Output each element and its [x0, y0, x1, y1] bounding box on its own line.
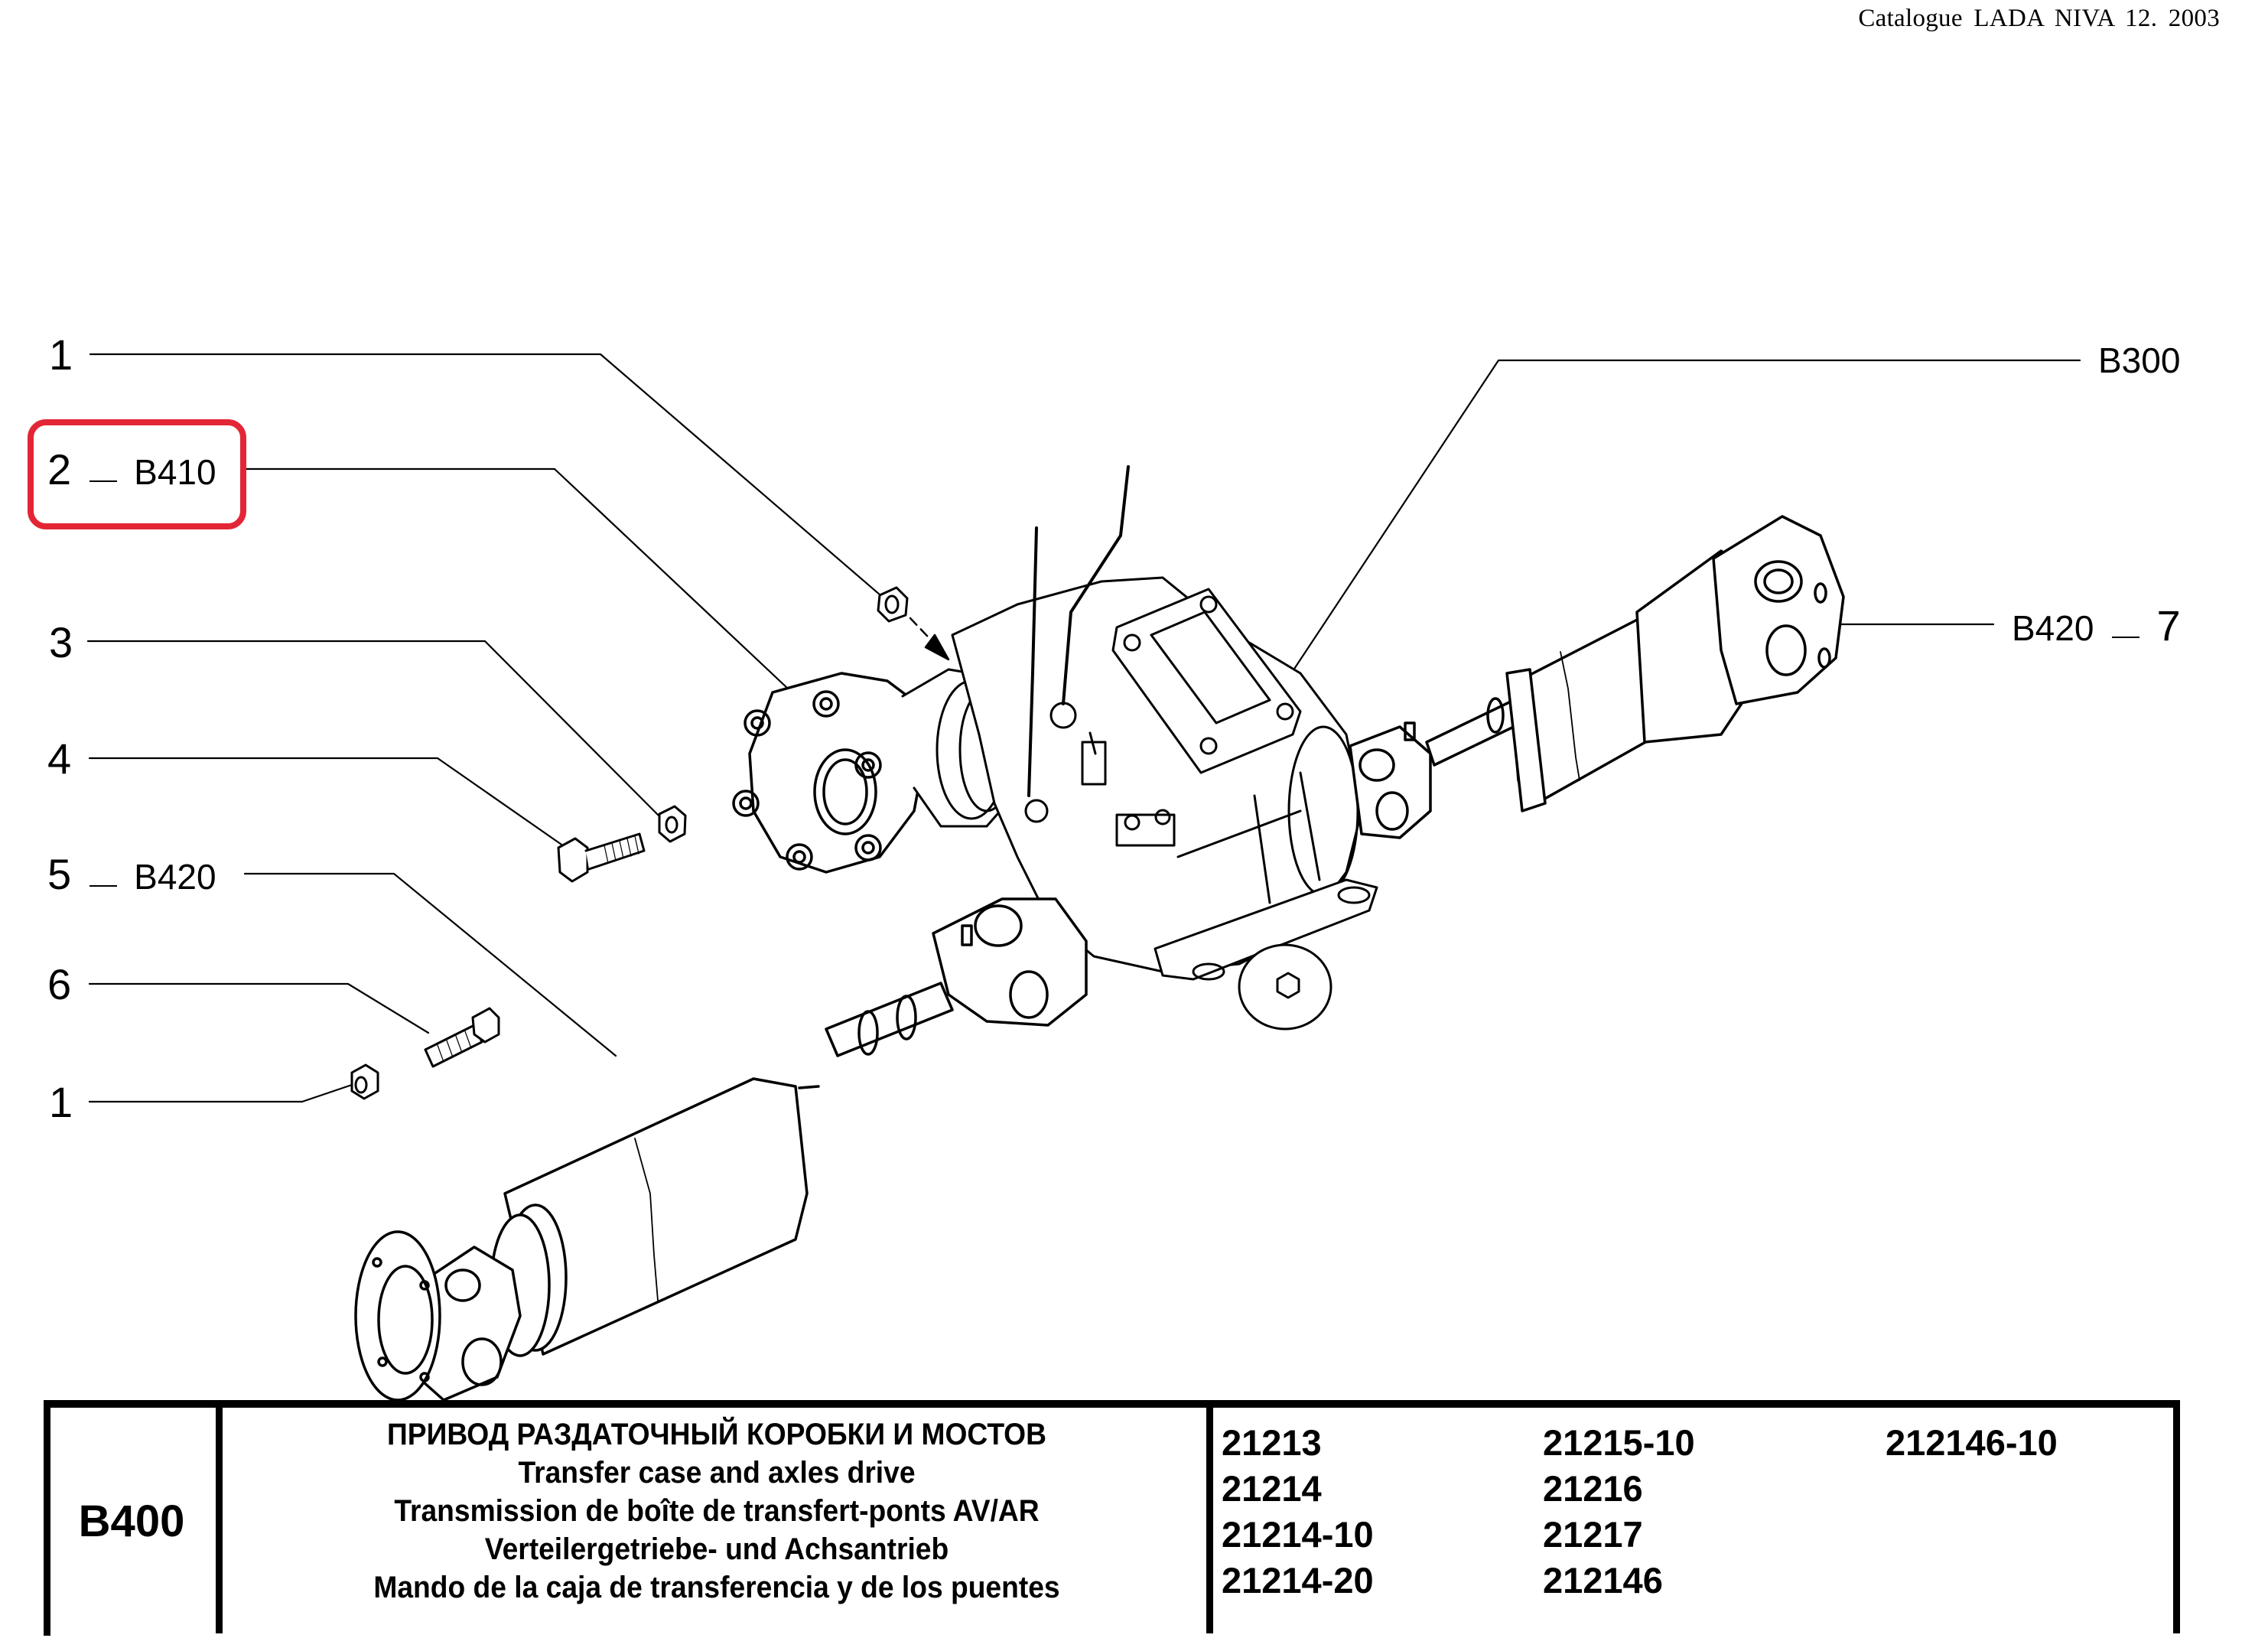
- dash: [89, 884, 118, 887]
- callout-label-1-top: 1: [49, 331, 73, 379]
- dash: [2112, 636, 2140, 638]
- dash: [89, 480, 118, 482]
- section-titles: ПРИВОД РАЗДАТОЧНЫЙ КОРОБКИ И МОСТОВ Tran…: [258, 1415, 1176, 1607]
- front-propeller-shaft: [354, 897, 1088, 1402]
- callout-label-6: 6: [47, 960, 72, 1008]
- callout-label-2-b410: 2 B410: [47, 448, 216, 491]
- model-code: 212146-10: [1886, 1422, 2058, 1463]
- nut-1-top: [877, 586, 909, 623]
- model-code: 21214-20: [1222, 1560, 1374, 1601]
- leader-3: [86, 640, 667, 824]
- section-code: B400: [78, 1496, 185, 1546]
- leader-1-top: [89, 353, 893, 606]
- leader-4: [88, 757, 575, 855]
- model-code: 21215-10: [1543, 1422, 1695, 1463]
- title-es: Mando de la caja de transferencia y de l…: [373, 1571, 1060, 1604]
- catalogue-header: Catalogue LADA NIVA 12. 2003: [1858, 5, 2220, 32]
- model-code: 21214-10: [1222, 1514, 1374, 1555]
- model-code: 21213: [1222, 1422, 1322, 1463]
- model-code: 21216: [1543, 1468, 1643, 1509]
- title-en: Transfer case and axles drive: [518, 1456, 916, 1490]
- leader-lines: [86, 353, 2081, 1103]
- callout-number: 2: [47, 445, 72, 493]
- callout-label-4: 4: [47, 734, 72, 783]
- callout-label-3: 3: [49, 618, 73, 666]
- callout-label-b420-7: B420 7: [2012, 604, 2181, 647]
- divider-code: [216, 1408, 223, 1633]
- callout-label-1-bottom: 1: [49, 1078, 73, 1126]
- divider-models: [1206, 1408, 1213, 1633]
- callout-number: 5: [47, 850, 72, 898]
- leader-b300: [1272, 359, 2081, 702]
- title-de: Verteilergetriebe- und Achsantrieb: [484, 1532, 949, 1566]
- bolt-6: [424, 1007, 500, 1068]
- border-right: [2173, 1408, 2180, 1633]
- title-block: B400 ПРИВОД РАЗДАТОЧНЫЙ КОРОБКИ И МОСТОВ…: [44, 1400, 2180, 1637]
- mount-bracket: [1154, 878, 1378, 1031]
- leader-2: [245, 467, 789, 690]
- nut-3: [658, 805, 687, 843]
- highlight-box: [28, 419, 246, 529]
- callout-label-b300: B300: [2098, 340, 2181, 380]
- callout-label-5-b420: 5 B420: [47, 853, 216, 896]
- callout-number: 7: [2156, 601, 2181, 650]
- assembly-arrow: [909, 617, 950, 661]
- leader-1-bottom: [88, 1083, 353, 1103]
- callout-ref: B420: [2012, 608, 2094, 648]
- transfer-case: [951, 465, 1363, 973]
- flexible-coupling: [732, 672, 927, 874]
- bolt-4: [557, 832, 646, 883]
- title-fr: Transmission de boîte de transfert-ponts…: [394, 1494, 1040, 1528]
- model-code: 21214: [1222, 1468, 1322, 1509]
- leader-5: [243, 872, 617, 1057]
- border-left: [44, 1408, 50, 1636]
- model-code: 21217: [1543, 1514, 1643, 1555]
- callout-ref: B410: [134, 452, 216, 492]
- nut-1-bottom: [350, 1063, 379, 1100]
- callout-ref: B420: [134, 857, 216, 897]
- title-ru: ПРИВОД РАЗДАТОЧНЫЙ КОРОБКИ И МОСТОВ: [387, 1418, 1046, 1451]
- model-code: 212146: [1543, 1560, 1663, 1601]
- leader-6: [88, 982, 430, 1034]
- rear-propeller-shaft: [1349, 515, 1845, 839]
